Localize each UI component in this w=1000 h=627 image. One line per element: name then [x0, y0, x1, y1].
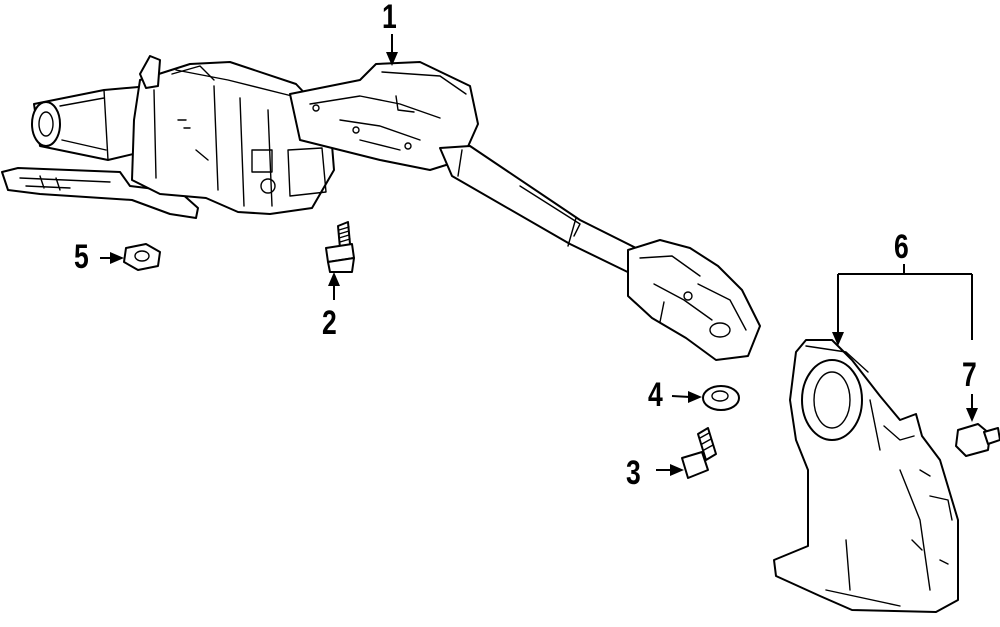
callout-5: 5 [74, 238, 89, 276]
bolt-7 [955, 423, 1000, 457]
callout-4: 4 [648, 376, 663, 414]
callout-1: 1 [382, 0, 397, 36]
callout-6: 6 [894, 228, 909, 266]
nut-5 [123, 243, 161, 271]
callout-2: 2 [322, 304, 337, 342]
steering-column-assembly [1, 55, 761, 361]
callout-7: 7 [962, 356, 977, 394]
callout-3: 3 [626, 454, 641, 492]
leader-lines [100, 34, 978, 476]
column-cover-6 [773, 339, 959, 613]
washer-4 [702, 385, 740, 411]
bolt-3 [681, 427, 717, 479]
bolt-2 [325, 221, 355, 273]
